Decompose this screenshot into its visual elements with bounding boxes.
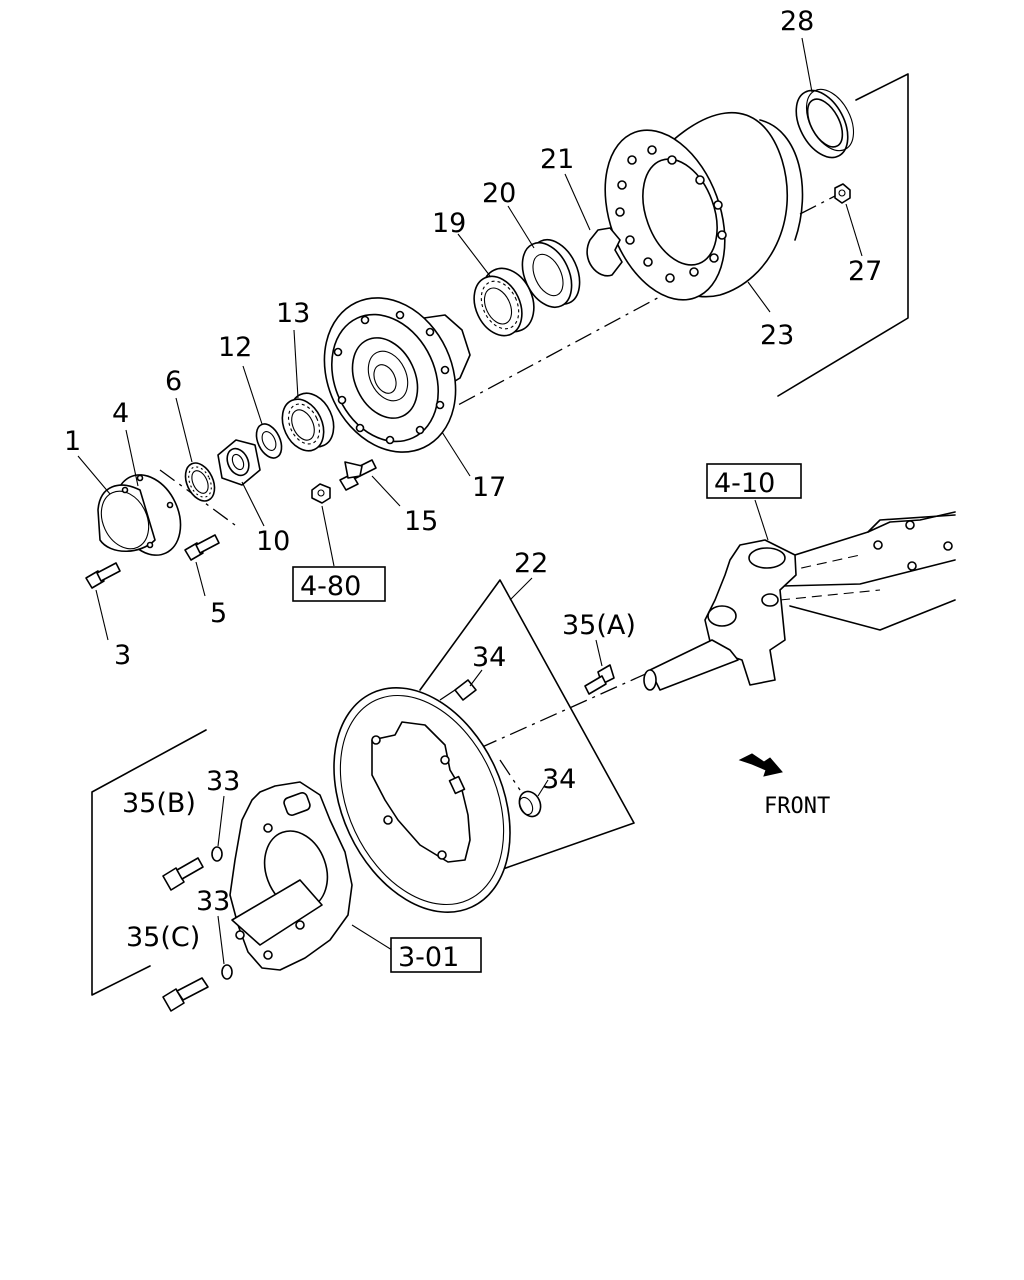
label-6: 6 — [165, 366, 182, 397]
label-34-upper: 34 — [472, 642, 506, 673]
hub-cap-assembly — [97, 474, 182, 556]
label-3: 3 — [114, 640, 131, 671]
label-5: 5 — [210, 598, 227, 629]
label-35c: 35(C) — [126, 922, 200, 953]
label-17: 17 — [472, 472, 506, 503]
bearing-13 — [281, 392, 335, 452]
steering-knuckle — [643, 539, 797, 691]
part-labels: 28 27 21 20 19 23 13 12 6 4 1 17 15 10 5… — [64, 6, 882, 953]
label-10: 10 — [256, 526, 290, 557]
ref-4-80: 4-80 — [300, 571, 361, 602]
hub-bolt-15 — [339, 459, 377, 491]
backing-plate-22 — [333, 687, 511, 913]
label-12: 12 — [218, 332, 252, 363]
wheel-hub-17 — [323, 297, 471, 453]
ref-box-4-80: 4-80 — [292, 566, 386, 602]
label-34-lower: 34 — [542, 764, 576, 795]
label-23: 23 — [760, 320, 794, 351]
leader-lines — [77, 37, 863, 965]
bolt-5 — [184, 534, 220, 561]
snap-ring-21 — [586, 227, 623, 277]
label-21: 21 — [540, 144, 574, 175]
washer-33-upper — [211, 846, 223, 862]
washer-33-lower — [221, 964, 233, 980]
label-19: 19 — [432, 208, 466, 239]
nut-27 — [834, 183, 851, 204]
label-13: 13 — [276, 298, 310, 329]
ref-4-10: 4-10 — [714, 468, 775, 499]
label-35a: 35(A) — [562, 610, 636, 641]
bolt-35a — [584, 664, 615, 695]
label-20: 20 — [482, 178, 516, 209]
label-15: 15 — [404, 506, 438, 537]
axle-beam — [759, 511, 956, 631]
label-22: 22 — [514, 548, 548, 579]
drum-bolt-holes — [615, 145, 727, 283]
bolt-35b — [162, 857, 204, 891]
bolt-3 — [85, 562, 121, 589]
label-27: 27 — [848, 256, 882, 287]
bearing-19 — [473, 267, 535, 337]
brake-anchor-bracket — [229, 781, 353, 971]
ref-box-3-01: 3-01 — [390, 937, 482, 973]
bearing-6 — [184, 462, 216, 502]
bracket-drum-group — [777, 73, 909, 397]
label-35b: 35(B) — [122, 788, 196, 819]
washer-12 — [255, 423, 283, 459]
hub-stud-holes — [333, 310, 450, 445]
oil-seal-28 — [795, 88, 855, 159]
label-33-upper: 33 — [206, 766, 240, 797]
nut-ref-4-80 — [311, 483, 331, 504]
bracket-22-triangle — [419, 579, 635, 871]
bolt-35c — [162, 977, 209, 1012]
bracket-backing-plate-group — [91, 729, 207, 996]
ref-3-01: 3-01 — [398, 942, 459, 973]
lock-nut-10 — [217, 439, 261, 486]
ref-box-4-10: 4-10 — [706, 463, 802, 499]
label-1: 1 — [64, 426, 81, 457]
bearing-race-20 — [521, 239, 581, 308]
brake-drum — [604, 112, 804, 301]
label-4: 4 — [112, 398, 129, 429]
front-label: FRONT — [764, 794, 830, 819]
label-33-lower: 33 — [196, 886, 230, 917]
plug-34-lower — [518, 790, 542, 818]
label-28: 28 — [780, 6, 814, 37]
front-arrow-icon — [738, 753, 783, 777]
